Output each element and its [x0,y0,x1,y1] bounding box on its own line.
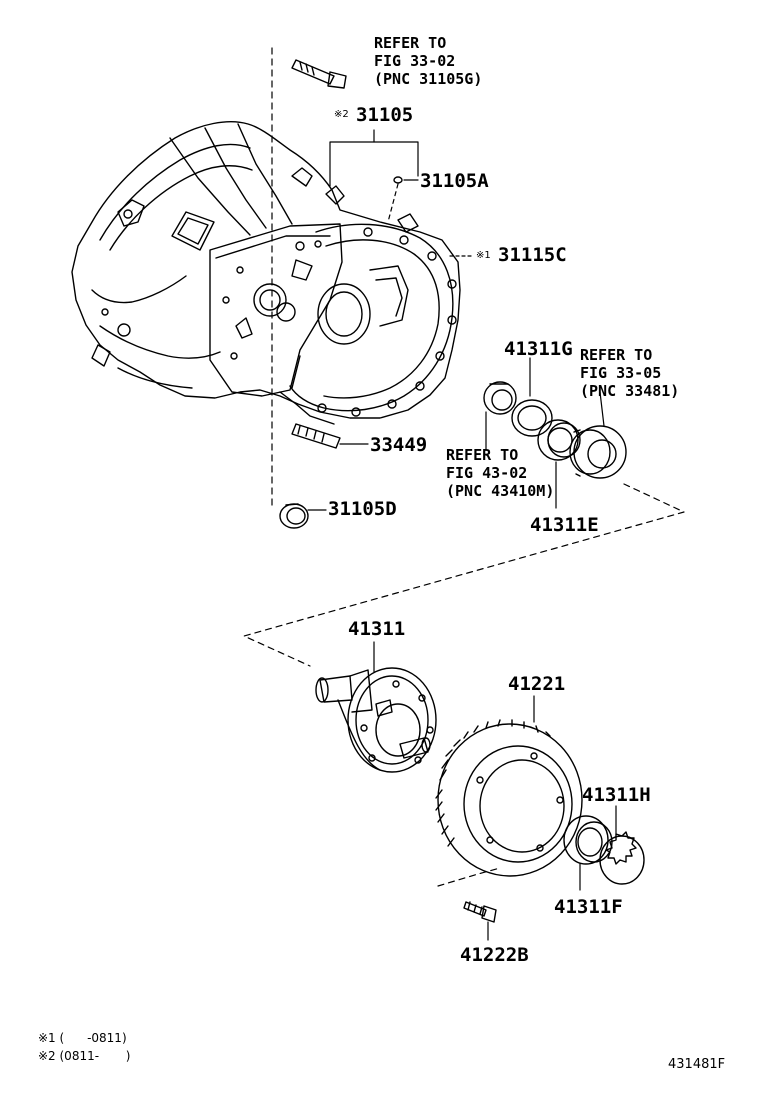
oil-seal-33481 [569,425,627,479]
refer-bearing-line3: (PNC 43410M) [446,482,555,500]
oil-seal-31105d [279,503,309,529]
refer-bolt-line3: (PNC 31105G) [374,70,483,88]
part-31105-label: 31105 [356,104,414,126]
refer-bolt-line2: FIG 33-02 [374,52,456,70]
part-31115c-label: 31115C [498,244,567,266]
part-33449-label: 33449 [370,434,428,456]
refer-seal-line2: FIG 33-05 [580,364,662,382]
part-41311e-label: 41311E [530,514,599,536]
part-41311f-label: 41311F [554,896,623,918]
figure-id: 431481F [668,1057,726,1072]
part-31105a-label: 31105A [420,170,489,192]
ring-gear-41221 [435,719,583,877]
footnote-1: ※1 ( -0811) [38,1031,127,1045]
part-31105d-label: 31105D [328,498,397,520]
shim-41311g [511,399,553,437]
part-41311-label: 41311 [348,618,406,640]
bolt-41222b [463,901,497,923]
refer-bearing-line1: REFER TO [446,446,519,464]
bolt-31105g [291,59,347,89]
footnote-2: ※2 (0811- ) [38,1049,131,1063]
part-41311h-label: 41311H [582,784,651,806]
refer-bearing-line2: FIG 43-02 [446,464,528,482]
note-mark-2: ※2 [334,109,349,120]
bearing-41311e [537,419,581,461]
refer-seal-line1: REFER TO [580,346,653,364]
transaxle-housing [71,121,461,425]
part-41221-label: 41221 [508,673,566,695]
refer-bolt-line1: REFER TO [374,34,447,52]
differential-case-41311 [315,667,437,773]
dowel-pin-31105a [393,176,403,184]
shim-41311h [599,831,645,885]
leader-lines [243,47,685,941]
bearing-41311f [563,815,613,865]
part-41311g-label: 41311G [504,338,573,360]
shaft-33449 [291,423,341,449]
oil-seal-43410m [483,381,517,415]
note-mark-1: ※1 [476,250,491,261]
part-41222b-label: 41222B [460,944,529,966]
refer-seal-line3: (PNC 33481) [580,382,680,400]
